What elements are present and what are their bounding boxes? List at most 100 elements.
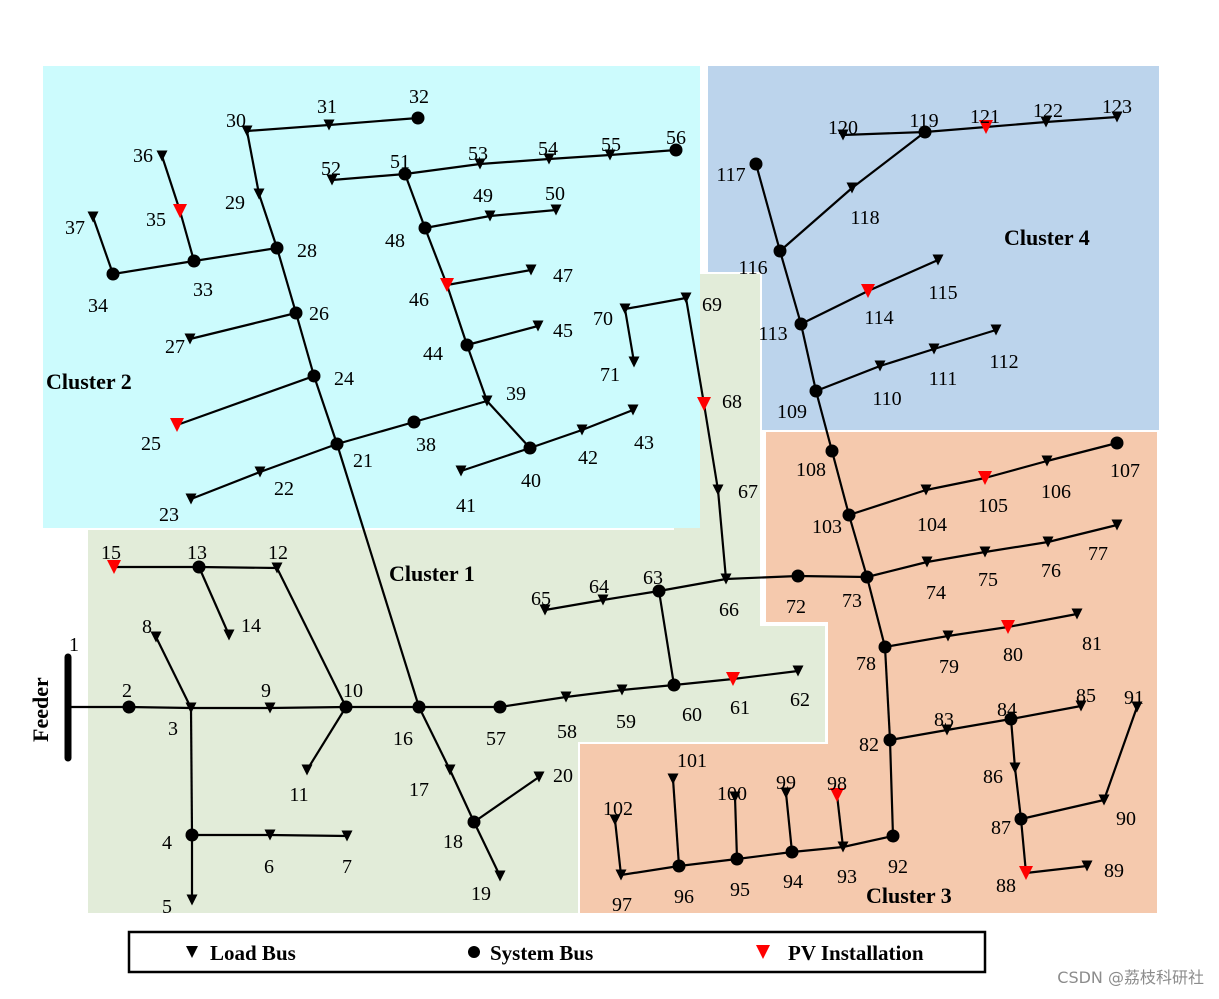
bus-label-57: 57	[486, 728, 506, 750]
bus-label-51: 51	[390, 151, 410, 173]
bus-label-113: 113	[758, 323, 787, 345]
system-bus-26	[289, 306, 303, 320]
line-109-110	[815, 364, 881, 393]
bus-label-20: 20	[553, 765, 573, 787]
bus-label-80: 80	[1003, 644, 1023, 666]
load-bus-12	[271, 562, 283, 574]
network-lines	[68, 115, 1139, 900]
line-74-75	[926, 550, 986, 564]
bus-label-40: 40	[521, 470, 541, 492]
load-bus-58	[560, 691, 572, 703]
bus-label-68: 68	[722, 391, 742, 413]
load-bus-77	[1111, 519, 1123, 531]
system-bus-40	[523, 441, 537, 455]
legend: Load Bus System Bus PV Installation	[127, 930, 987, 974]
load-bus-62	[792, 665, 804, 677]
load-bus-90	[1098, 794, 1110, 806]
system-bus-72	[791, 569, 805, 583]
bus-label-58: 58	[557, 721, 577, 743]
line-26-28	[275, 247, 298, 314]
bus-label-48: 48	[385, 230, 405, 252]
bus-label-86: 86	[983, 766, 1003, 788]
bus-label-60: 60	[682, 704, 702, 726]
line-59-60	[621, 683, 675, 692]
line-40-41	[460, 446, 531, 473]
load-bus-122	[1040, 116, 1052, 128]
legend-pv-installation: PV Installation	[788, 941, 924, 965]
bus-label-63: 63	[643, 567, 663, 589]
bus-label-100: 100	[717, 783, 747, 805]
load-bus-42	[576, 424, 588, 436]
line-39-40	[486, 400, 531, 449]
cluster-2-region	[43, 66, 700, 528]
bus-label-54: 54	[538, 138, 558, 160]
bus-label-114: 114	[864, 307, 893, 329]
bus-label-83: 83	[934, 709, 954, 731]
line-66-72	[725, 574, 799, 581]
load-bus-36	[156, 150, 168, 162]
load-bus-14	[223, 629, 235, 641]
load-bus-66	[720, 573, 732, 585]
line-80-81	[1007, 612, 1078, 629]
line-69-70	[624, 296, 687, 311]
system-bus-13	[192, 560, 206, 574]
load-bus-75	[979, 546, 991, 558]
system-bus-56	[669, 143, 683, 157]
cluster-2-label: Cluster 2	[46, 369, 132, 394]
line-35-36	[160, 155, 182, 212]
pv-bus-98	[830, 788, 844, 802]
line-48-51	[403, 173, 427, 229]
line-73-103	[847, 514, 869, 578]
bus-label-50: 50	[545, 183, 565, 205]
line-53-54	[479, 157, 550, 166]
bus-label-35: 35	[146, 209, 166, 231]
line-92-93	[842, 834, 894, 849]
system-bus-84	[1004, 712, 1018, 726]
line-12-13	[198, 565, 278, 570]
bus-label-43: 43	[634, 432, 654, 454]
bus-label-116: 116	[738, 257, 767, 279]
line-54-55	[548, 153, 611, 161]
line-96-97	[620, 864, 680, 877]
load-bus-115	[932, 254, 944, 266]
system-bus-4	[185, 828, 199, 842]
bus-label-38: 38	[416, 434, 436, 456]
line-103-108	[830, 450, 851, 516]
line-96-101	[671, 778, 681, 867]
line-119-120	[842, 130, 926, 137]
bus-label-76: 76	[1041, 560, 1061, 582]
bus-label-11: 11	[289, 784, 308, 806]
bus-label-67: 67	[738, 481, 758, 503]
line-22-23	[190, 470, 261, 501]
bus-label-91: 91	[1124, 687, 1144, 709]
line-28-33	[193, 246, 278, 263]
line-63-64	[602, 589, 660, 602]
line-76-77	[1047, 523, 1118, 544]
line-93-98	[835, 794, 845, 848]
bus-label-2: 2	[122, 680, 132, 702]
load-bus-112	[990, 324, 1002, 336]
load-bus-71	[628, 356, 640, 368]
load-bus-74	[921, 556, 933, 568]
bus-label-121: 121	[970, 106, 1000, 128]
line-18-20	[473, 776, 540, 823]
line-116-117	[754, 163, 782, 252]
line-29-30	[245, 130, 261, 195]
system-bus-28	[270, 241, 284, 255]
system-bus-18	[467, 815, 481, 829]
bus-label-120: 120	[828, 117, 858, 139]
system-bus-60	[667, 678, 681, 692]
load-bus-11	[301, 764, 313, 776]
bus-label-17: 17	[409, 779, 429, 801]
load-bus-30	[241, 125, 253, 137]
load-bus-5	[186, 894, 198, 906]
legend-load-bus: Load Bus	[210, 941, 296, 965]
load-bus-53	[474, 158, 486, 170]
system-bus-51	[398, 167, 412, 181]
pv-bus-15	[107, 560, 121, 574]
line-6-7	[269, 833, 348, 838]
line-44-45	[466, 324, 539, 347]
bus-label-59: 59	[616, 711, 636, 733]
